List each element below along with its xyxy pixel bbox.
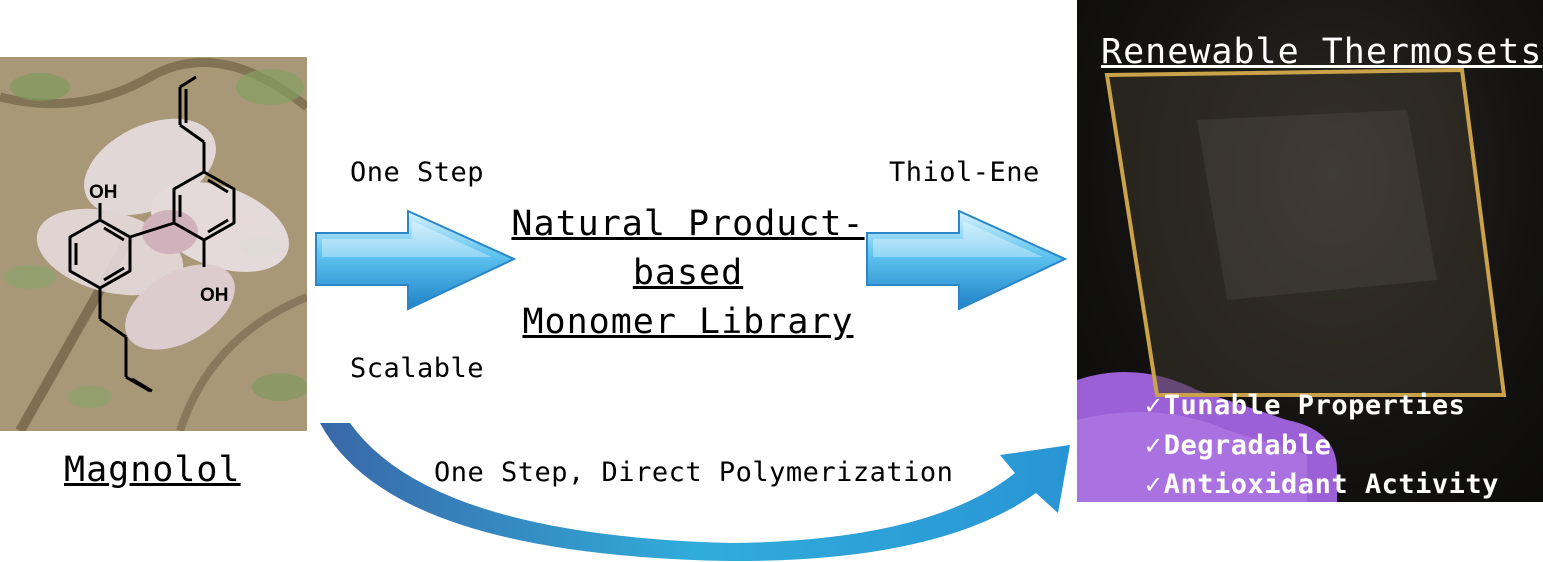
monomer-library-line1: Natural Product- — [511, 204, 865, 244]
feature-item-degradable: ✓Degradable — [1145, 430, 1331, 461]
feature-item-tunable: ✓Tunable Properties — [1145, 390, 1465, 421]
monomer-library-line2: based — [632, 253, 744, 293]
monomer-library-line3: Monomer Library — [522, 302, 854, 342]
feature-label: Antioxidant Activity — [1163, 469, 1499, 500]
thermoset-photo: Renewable Thermosets ✓Tunable Properties… — [1077, 0, 1543, 502]
arrow-one-top-label: One Step — [350, 157, 485, 188]
curved-arrow — [320, 423, 1070, 562]
monomer-library-title: Natural Product- based Monomer Library — [510, 200, 866, 347]
block-arrow-two — [866, 209, 1068, 311]
check-icon: ✓ — [1145, 430, 1162, 461]
arrow-one-bottom-label: Scalable — [350, 353, 485, 384]
block-arrow-one — [315, 209, 517, 311]
compound-label: Magnolol — [64, 450, 241, 490]
feature-label: Tunable Properties — [1163, 390, 1466, 421]
thermosets-title: Renewable Thermosets — [1101, 32, 1543, 72]
oh-label-bottom: OH — [200, 285, 229, 306]
oh-label-top: OH — [89, 182, 118, 203]
check-icon: ✓ — [1145, 469, 1162, 500]
magnolia-background — [0, 57, 307, 431]
thermoset-film-image — [1077, 67, 1507, 502]
arrow-two-top-label: Thiol-Ene — [889, 157, 1040, 188]
feature-item-antioxidant: ✓Antioxidant Activity — [1145, 469, 1499, 500]
magnolia-photo: OH OH — [0, 57, 307, 431]
feature-label: Degradable — [1163, 430, 1332, 461]
check-icon: ✓ — [1145, 390, 1162, 421]
curved-arrow-label: One Step, Direct Polymerization — [434, 457, 954, 488]
